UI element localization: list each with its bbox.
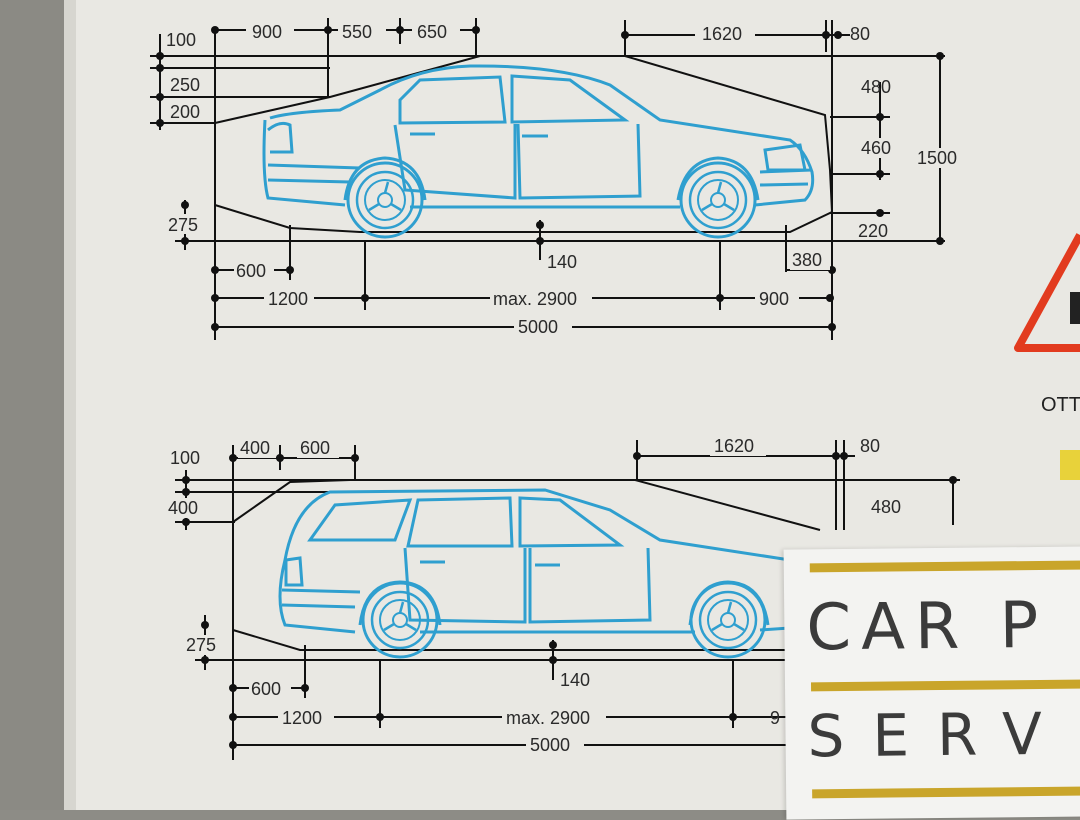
wagon-dim-100: 100 xyxy=(170,448,200,468)
gold-stripe-bottom xyxy=(812,786,1080,799)
wagon-dim-max-2900: max. 2900 xyxy=(506,708,590,728)
sedan-dim-200: 200 xyxy=(170,102,200,122)
wagon-dimension-dots xyxy=(182,452,957,749)
sign-line-2: SERV xyxy=(807,699,1071,771)
sedan-dim-100: 100 xyxy=(166,30,196,50)
wagon-dim-480: 480 xyxy=(871,497,901,517)
sedan-dim-900-bottom: 900 xyxy=(759,289,789,309)
sedan-dim-900: 900 xyxy=(252,22,282,42)
sedan-dim-1500: 1500 xyxy=(917,148,957,168)
wagon-dim-600-bottom: 600 xyxy=(251,679,281,699)
sedan-rear-wheel-icon xyxy=(346,161,424,239)
sedan-dim-1200: 1200 xyxy=(268,289,308,309)
sedan-dim-1620: 1620 xyxy=(702,24,742,44)
sedan-dim-550: 550 xyxy=(342,22,372,42)
gold-stripe-middle xyxy=(810,679,1080,692)
wagon-dim-1620: 1620 xyxy=(714,436,754,456)
sedan-dimension-dots xyxy=(156,26,944,331)
sedan-dim-600: 600 xyxy=(236,261,266,281)
wagon-car-illustration xyxy=(278,488,792,634)
sedan-dim-650: 650 xyxy=(417,22,447,42)
wagon-dim-140: 140 xyxy=(560,670,590,690)
sedan-front-wheel-icon xyxy=(679,161,757,239)
sedan-dim-460: 460 xyxy=(861,138,891,158)
sedan-dim-5000: 5000 xyxy=(518,317,558,337)
wall-background xyxy=(0,0,74,810)
wagon-front-wheel-icon xyxy=(689,581,767,659)
sedan-dim-380: 380 xyxy=(792,250,822,270)
sedan-dim-250: 250 xyxy=(170,75,200,95)
warning-text: OTT xyxy=(1041,394,1080,416)
sedan-car-illustration xyxy=(262,64,815,209)
gold-stripe-top xyxy=(809,560,1080,573)
sign-line-1: CAR P xyxy=(806,588,1049,666)
yellow-mark xyxy=(1060,450,1080,480)
wagon-dim-80: 80 xyxy=(860,436,880,456)
wagon-dim-400-top: 400 xyxy=(240,438,270,458)
sedan-dim-max-2900: max. 2900 xyxy=(493,289,577,309)
wagon-dim-partial: 9 xyxy=(770,708,780,728)
warning-triangle-icon xyxy=(1014,233,1080,352)
car-service-sign: CAR P SERV xyxy=(783,546,1080,820)
wagon-dim-1200: 1200 xyxy=(282,708,322,728)
sedan-dim-140: 140 xyxy=(547,252,577,272)
sedan-dim-480: 480 xyxy=(861,77,891,97)
wagon-dim-5000: 5000 xyxy=(530,735,570,755)
sedan-dim-220: 220 xyxy=(858,221,888,241)
wagon-dim-275: 275 xyxy=(186,635,216,655)
wagon-dim-600-top: 600 xyxy=(300,438,330,458)
sedan-dim-80: 80 xyxy=(850,24,870,44)
sedan-dim-275: 275 xyxy=(168,215,198,235)
wagon-dim-400-left: 400 xyxy=(168,498,198,518)
